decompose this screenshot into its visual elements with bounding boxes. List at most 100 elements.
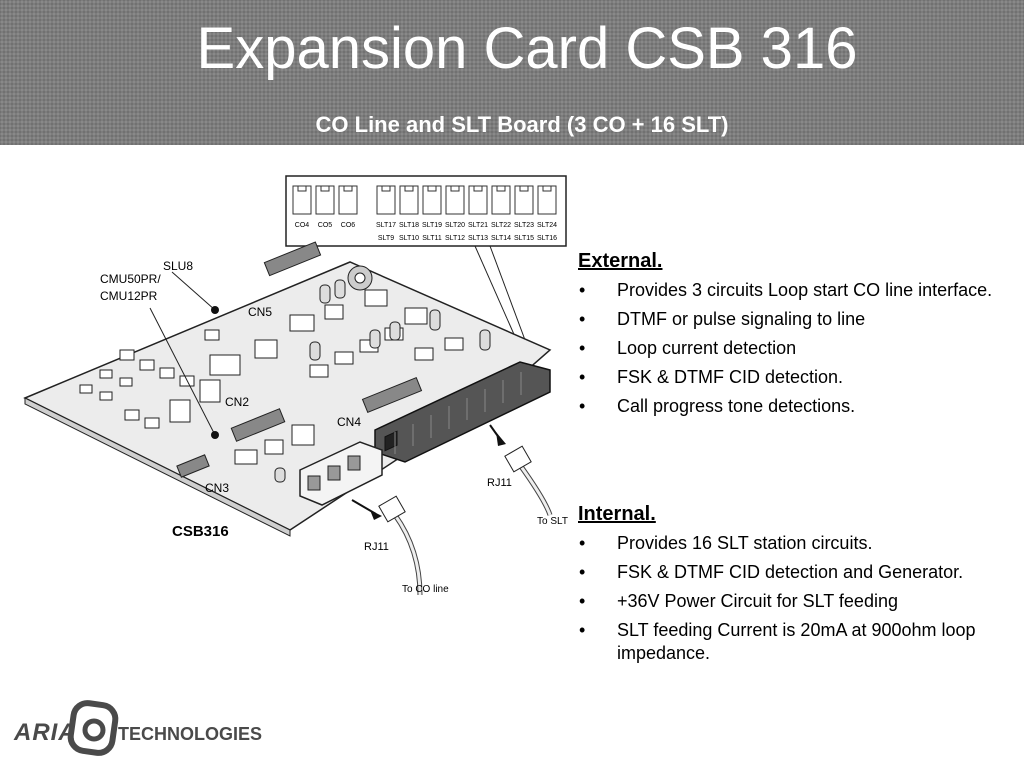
internal-heading: Internal. — [578, 503, 656, 525]
legend-jack-tab — [404, 185, 414, 192]
label-cn5: CN5 — [248, 305, 272, 319]
legend-slt14: SLT14 — [491, 235, 511, 242]
slide-subtitle: CO Line and SLT Board (3 CO + 16 SLT) — [315, 112, 729, 137]
list-item-text: +36V Power Circuit for SLT feeding — [617, 591, 898, 611]
aria-logo-graphic: ARIA TECHNOLOGIES — [13, 700, 262, 756]
legend-slt10: SLT10 — [399, 235, 419, 242]
bullet: • — [579, 367, 586, 387]
legend-jack-tab — [297, 185, 307, 192]
legend-slt19: SLT19 — [422, 222, 442, 229]
company-logo: ARIA TECHNOLOGIES — [10, 694, 270, 764]
board-diagram: CO4 CO5 CO6 SLT17 SLT18 SLT19 SLT20 SLT2… — [20, 170, 580, 600]
bullet: • — [579, 562, 586, 582]
co-cable — [392, 513, 423, 596]
co-rj11-plug — [378, 495, 406, 523]
bullet: • — [579, 620, 586, 640]
legend-slt15: SLT15 — [514, 235, 534, 242]
bullet: • — [579, 396, 586, 416]
legend-slt11: SLT11 — [422, 235, 442, 242]
label-cmu50pr: CMU50PR/ — [100, 272, 161, 286]
logo-text-right: TECHNOLOGIES — [118, 724, 262, 744]
list-item: • Loop current detection — [578, 337, 1018, 360]
logo-text-left: ARIA — [13, 719, 77, 746]
legend-slt16: SLT16 — [537, 235, 557, 242]
internal-list: • Provides 16 SLT station circuits. • FSK … — [578, 532, 1018, 671]
cmu-dot — [211, 431, 219, 439]
slt-jack-openings — [384, 430, 398, 452]
legend-jack-tab — [427, 185, 437, 192]
bullet: • — [579, 591, 586, 611]
legend-jack-tab — [496, 185, 506, 192]
legend-jack-tab — [473, 185, 483, 192]
list-item-text: FSK & DTMF CID detection. — [617, 367, 844, 387]
list-item-text: Provides 16 SLT station circuits. — [617, 533, 873, 553]
legend-slt9: SLT9 — [378, 235, 394, 242]
list-item: • DTMF or pulse signaling to line — [578, 308, 1018, 331]
list-item-text: FSK & DTMF CID detection and Generator. — [617, 562, 964, 582]
slide-title: Expansion Card CSB 316 — [196, 16, 858, 81]
legend-jack-tab — [343, 185, 353, 192]
legend-slt18: SLT18 — [399, 222, 419, 229]
legend-slt13: SLT13 — [468, 235, 488, 242]
list-item: • +36V Power Circuit for SLT feeding — [578, 590, 1018, 613]
label-cn4: CN4 — [337, 415, 361, 429]
external-list: • Provides 3 circuits Loop start CO line … — [578, 279, 1018, 424]
list-item: • Call progress tone detections. — [578, 395, 1018, 418]
label-cn3: CN3 — [205, 481, 229, 495]
legend-slt17: SLT17 — [376, 222, 396, 229]
bullet: • — [579, 338, 586, 358]
list-item-text: SLT feeding Current is 20mA at 900ohm lo… — [617, 620, 976, 663]
list-item: • FSK & DTMF CID detection. — [578, 366, 1018, 389]
cmu-leader — [149, 307, 216, 436]
legend-jack-tab — [381, 185, 391, 192]
list-item: • Provides 3 circuits Loop start CO line … — [578, 279, 1018, 302]
slu-dot — [211, 306, 219, 314]
slt-jack-dividers — [394, 372, 522, 454]
slt-rj11-plug — [504, 445, 532, 473]
legend-slt12: SLT12 — [445, 235, 465, 242]
list-item-text: Loop current detection — [617, 338, 797, 358]
legend-slt20: SLT20 — [445, 222, 465, 229]
header-pins — [176, 454, 210, 478]
list-item-text: DTMF or pulse signaling to line — [617, 309, 866, 329]
header-pins — [361, 376, 423, 414]
title-banner: Expansion Card CSB 316 CO Line and SLT B… — [0, 0, 1024, 145]
logo-a-mark — [67, 700, 119, 756]
board-illustration: CO4 CO5 CO6 SLT17 SLT18 SLT19 SLT20 SLT2… — [23, 175, 568, 596]
legend-slt21: SLT21 — [468, 222, 488, 229]
list-item-text: Provides 3 circuits Loop start CO line i… — [617, 280, 993, 300]
bullet: • — [579, 533, 586, 553]
legend-jack-tab — [519, 185, 529, 192]
bullet: • — [579, 309, 586, 329]
slu-leader — [171, 271, 216, 311]
legend-slt22: SLT22 — [491, 222, 511, 229]
list-item: • Provides 16 SLT station circuits. — [578, 532, 1018, 555]
legend-pointer-line — [474, 245, 521, 349]
label-cn2: CN2 — [225, 395, 249, 409]
legend-jack-tab — [450, 185, 460, 192]
pcb-board-edge — [24, 397, 291, 537]
header-pins — [230, 408, 286, 442]
list-item-text: Call progress tone detections. — [617, 396, 856, 416]
header-pins — [263, 241, 322, 277]
label-slu8: SLU8 — [163, 259, 193, 273]
legend-co6: CO6 — [341, 222, 356, 229]
legend-pointer-line — [489, 245, 529, 349]
label-cmu12pr: CMU12PR — [100, 289, 158, 303]
capacitors — [274, 279, 491, 483]
legend-jacks — [292, 185, 557, 215]
legend-slt24: SLT24 — [537, 222, 557, 229]
legend-jack-tab — [320, 185, 330, 192]
legend-slt23: SLT23 — [514, 222, 534, 229]
bullet: • — [579, 280, 586, 300]
label-to-slt: To SLT — [537, 516, 568, 527]
list-item: • SLT feeding Current is 20mA at 900ohm l… — [578, 619, 1018, 665]
co-jack-openings — [307, 455, 361, 491]
label-rj11-slt: RJ11 — [487, 477, 512, 489]
label-rj11-co: RJ11 — [364, 541, 389, 553]
legend-co5: CO5 — [318, 222, 333, 229]
label-csb316: CSB316 — [172, 523, 229, 540]
external-heading: External. — [578, 250, 663, 272]
list-item: • FSK & DTMF CID detection and Generator. — [578, 561, 1018, 584]
legend-jack-tab — [542, 185, 552, 192]
